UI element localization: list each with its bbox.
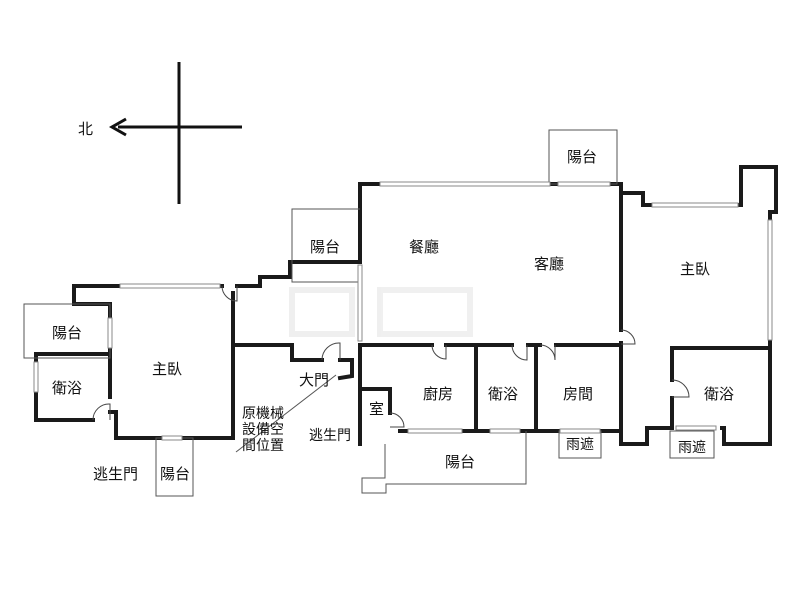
label-balcony-mid: 陽台 xyxy=(310,238,340,256)
label-balcony-small: 陽台 xyxy=(160,465,190,483)
label-balcony-top: 陽台 xyxy=(567,148,597,166)
label-escape-door-mid: 逃生門 xyxy=(309,428,351,444)
label-small-room: 室 xyxy=(369,400,384,418)
label-bath-right: 衛浴 xyxy=(704,385,734,403)
label-equipment-1: 原機械 xyxy=(242,406,284,422)
walls xyxy=(34,165,778,446)
watermark xyxy=(289,287,473,337)
north-arrow xyxy=(108,62,242,204)
label-balcony-left: 陽台 xyxy=(52,324,82,342)
label-bath-left: 衛浴 xyxy=(52,379,82,397)
label-master-left: 主臥 xyxy=(152,360,182,378)
label-bath-mid: 衛浴 xyxy=(488,385,518,403)
label-room: 房間 xyxy=(563,385,593,403)
label-living: 客廳 xyxy=(534,255,564,273)
label-equipment-3: 間位置 xyxy=(242,438,284,454)
label-kitchen: 廚房 xyxy=(423,385,453,403)
label-dining: 餐廳 xyxy=(409,238,439,256)
windows xyxy=(33,181,773,441)
label-main-door: 大門 xyxy=(299,371,329,389)
label-equipment-2: 設備空 xyxy=(242,422,284,438)
doors xyxy=(92,285,690,428)
label-escape-door-left: 逃生門 xyxy=(93,465,138,483)
label-rain-shelter-1: 雨遮 xyxy=(566,437,594,453)
north-label: 北 xyxy=(78,120,93,138)
label-balcony-bottom: 陽台 xyxy=(445,453,475,471)
label-master-right: 主臥 xyxy=(680,260,710,278)
label-rain-shelter-2: 雨遮 xyxy=(678,440,706,456)
